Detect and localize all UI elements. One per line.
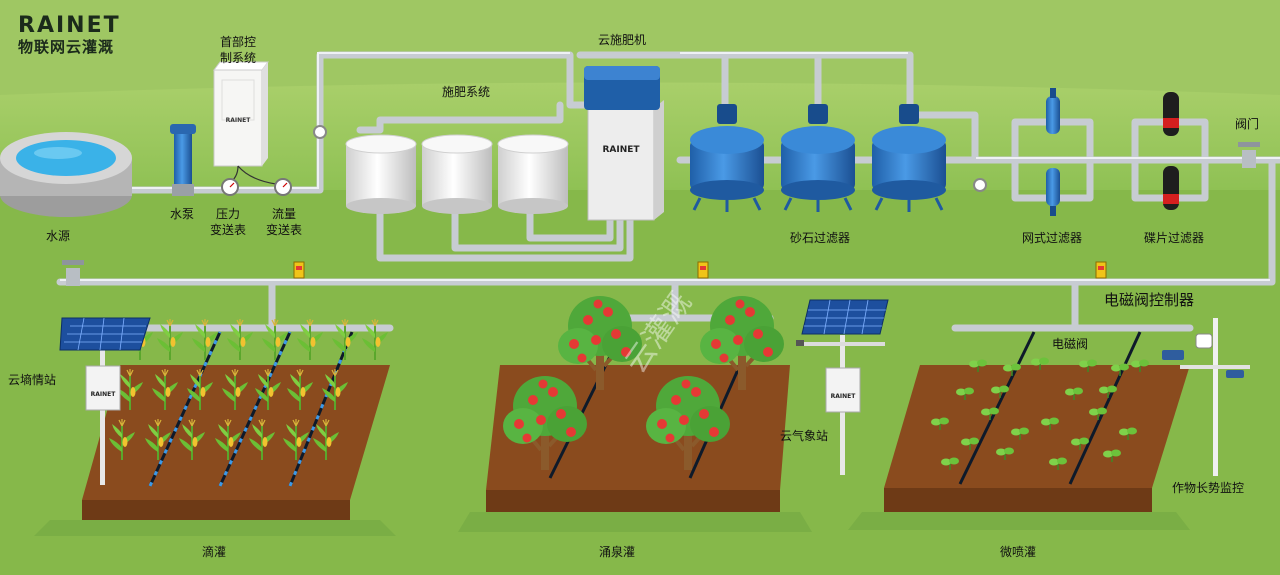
label-cloud-fertilizer: 云施肥机 <box>597 33 647 47</box>
label-solenoid-valve: 电磁阀 <box>1051 337 1089 351</box>
cloud-fertilizer-machine: RAINET <box>584 66 664 221</box>
bubbler-field <box>458 294 812 532</box>
label-valve: 阀门 <box>1234 117 1260 131</box>
water-pump <box>170 124 196 196</box>
label-fertilizer-system: 施肥系统 <box>441 85 491 99</box>
label-pump: 水泵 <box>169 207 195 221</box>
distribution-valve <box>62 260 84 286</box>
svg-text:RAINET: RAINET <box>831 393 857 400</box>
water-source-tank <box>0 132 132 217</box>
svg-text:RAINET: RAINET <box>602 145 640 155</box>
label-sand-filter: 砂石过滤器 <box>789 231 851 245</box>
label-crop-monitor: 作物长势监控 <box>1172 481 1245 495</box>
head-control-cabinet: RAINET <box>213 61 269 167</box>
crop-monitor <box>1162 318 1250 476</box>
sand-filters <box>690 104 946 212</box>
screen-filters <box>1046 88 1060 216</box>
brand-logo: RAINET 物联网云灌溉 <box>18 13 121 57</box>
label-solenoid-controller: 电磁阀控制器 <box>1104 291 1195 309</box>
weather-station: RAINET <box>796 299 889 475</box>
label-disc-filter: 碟片过滤器 <box>1143 231 1205 245</box>
disc-filters <box>1163 92 1179 210</box>
outlet-valve <box>1238 142 1260 168</box>
label-control-system: 首部控 制系统 <box>219 35 257 65</box>
main-valve-wheel <box>313 125 327 139</box>
fertilizer-tanks <box>345 134 569 214</box>
label-weather-station: 云气象站 <box>780 429 829 443</box>
label-flow-transmitter: 流量 变送表 <box>265 207 303 237</box>
pressure-gauge <box>221 178 239 196</box>
flow-gauge <box>274 178 292 196</box>
label-micro-spray: 微喷灌 <box>999 545 1037 559</box>
svg-text:RAINET: RAINET <box>91 391 117 398</box>
solenoid-controllers <box>293 261 1107 279</box>
svg-text:RAINET: RAINET <box>226 117 252 124</box>
label-water-source: 水源 <box>45 229 71 243</box>
micro-spray-field <box>848 331 1190 530</box>
drip-field <box>34 318 396 536</box>
label-bubbler: 涌泉灌 <box>598 545 636 559</box>
soil-moisture-station: RAINET <box>59 317 151 485</box>
label-soil-station: 云墒情站 <box>8 373 57 387</box>
label-screen-filter: 网式过滤器 <box>1021 231 1083 245</box>
label-drip: 滴灌 <box>201 545 227 559</box>
filter-valve-wheel <box>973 178 987 192</box>
brand-logo-text: RAINET <box>18 13 121 38</box>
label-pressure-transmitter: 压力 变送表 <box>209 207 247 237</box>
brand-subtitle: 物联网云灌溉 <box>18 38 115 56</box>
